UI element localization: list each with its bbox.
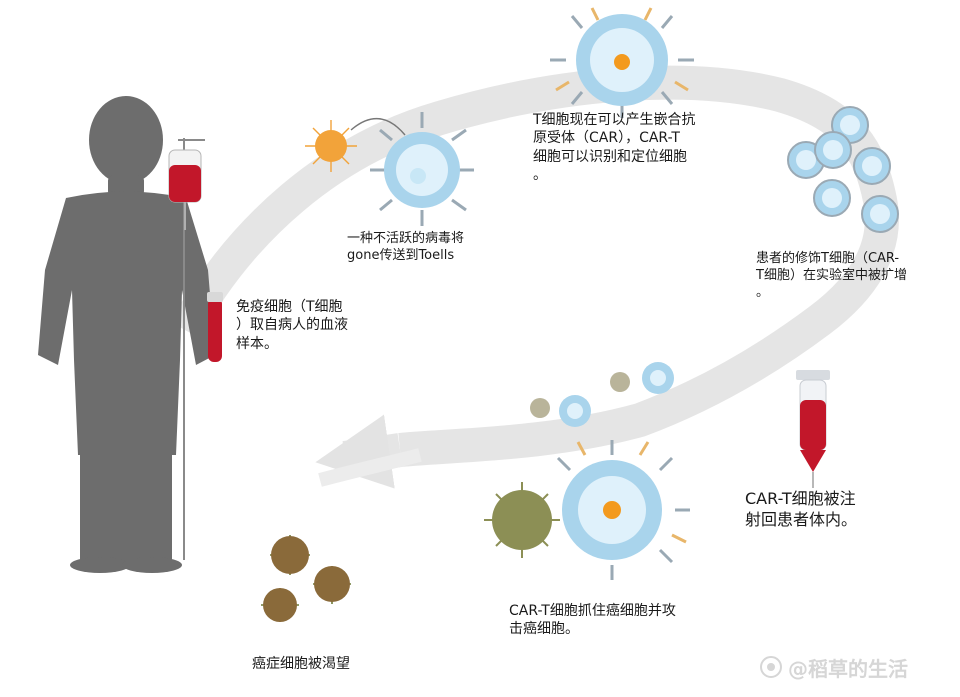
car-t-cell-attack xyxy=(556,440,690,580)
t-cell-icon xyxy=(370,112,474,226)
caption-attack: CAR-T细胞抓住癌细胞并攻 击癌细胞。 xyxy=(509,603,676,638)
caption-virus-transfer: 一种不活跃的病毒将 gone传送到Toells xyxy=(347,231,465,264)
caption-blood-sample: 免疫细胞（T细胞 ）取自病人的血液 样本。 xyxy=(236,299,348,352)
dying-cancer-cells xyxy=(261,535,351,622)
patient-silhouette xyxy=(38,96,215,573)
caption-car-expression: T细胞现在可以产生嵌合抗 原受体（CAR），CAR-T 细胞可以识别和定位细胞 … xyxy=(533,112,696,184)
watermark: @稻草的生活 xyxy=(760,650,950,684)
syringe-icon xyxy=(796,370,830,488)
small-car-t-cells xyxy=(530,362,674,427)
caption-infusion: CAR-T细胞被注 射回患者体内。 xyxy=(745,489,858,530)
return-arrow xyxy=(315,414,403,489)
watermark-icon xyxy=(760,656,782,678)
expanded-cell-cluster xyxy=(787,106,899,233)
iv-bag-icon xyxy=(168,138,205,560)
car-t-cell-top xyxy=(550,7,694,118)
virus-icon xyxy=(305,120,357,172)
caption-expansion: 患者的修饰T细胞（CAR- T细胞）在实验室中被扩增 。 xyxy=(756,251,907,301)
cancer-cell-icon xyxy=(484,482,560,558)
caption-cancer-death: 癌症细胞被渴望 xyxy=(252,656,350,672)
watermark-text: @稻草的生活 xyxy=(788,656,908,681)
blood-tube-icon xyxy=(207,292,223,362)
